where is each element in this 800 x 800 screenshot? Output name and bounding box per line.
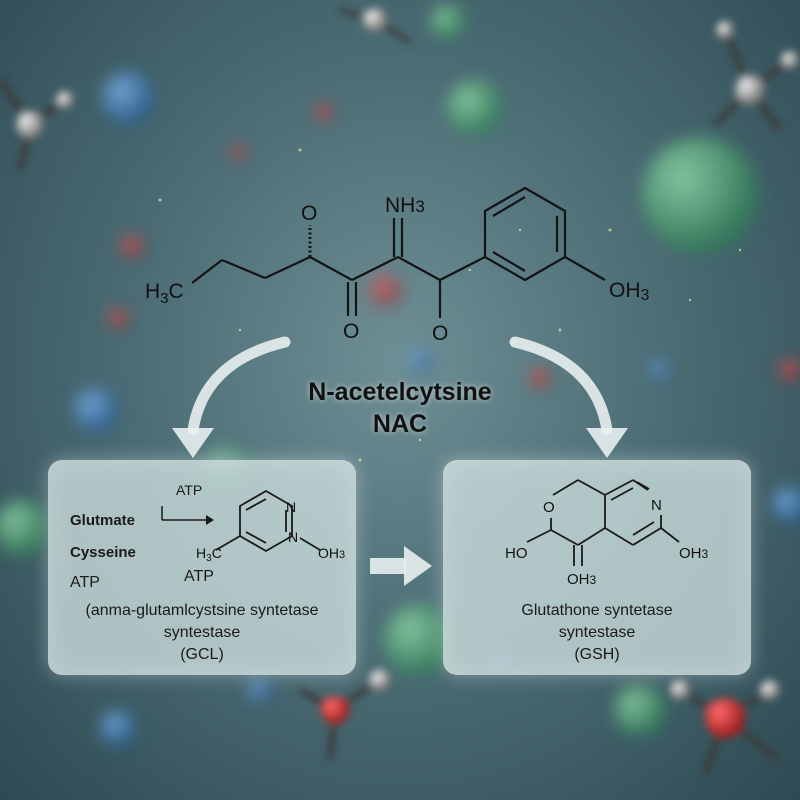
reaction-arrow <box>161 506 214 525</box>
gsh-enzyme-name-line2: syntestase <box>558 624 636 641</box>
pyridazine-h3c: H3C <box>196 545 222 564</box>
gsh-abbreviation: (GSH) <box>574 646 620 663</box>
glutathione-molecule: O N HO OH3 OH3 <box>505 479 709 588</box>
pyridazine-molecule: N N H3C OH3 <box>196 489 345 564</box>
glutathione-oh3-right: OH3 <box>679 545 709 562</box>
gsh-enzyme-name: Glutathone syntetase <box>521 602 673 619</box>
gcl-panel: ATP Glutmate Cysseine ATP ATP N N H3C OH… <box>48 460 356 675</box>
compound-abbreviation: NAC <box>372 410 428 438</box>
curved-arrow-right <box>509 336 613 436</box>
gcl-enzyme-name-line2: syntestase <box>163 624 241 641</box>
pyridazine-n1: N <box>286 499 296 515</box>
atp-mid-label: ATP <box>184 568 214 585</box>
glutathione-ho: HO <box>505 545 528 562</box>
curved-arrow-left-head <box>172 428 214 458</box>
middle-arrow-head <box>404 546 432 586</box>
top-o2-label: O <box>343 320 359 343</box>
curved-arrow-right-head <box>586 428 628 458</box>
atp-top-label: ATP <box>176 482 203 498</box>
glutmate-label: Glutmate <box>70 512 136 529</box>
atp-left-label: ATP <box>70 574 100 591</box>
top-o3-label: O <box>432 322 448 345</box>
top-oh3-label: OH3 <box>609 279 650 304</box>
cysseine-label: Cysseine <box>70 544 136 561</box>
gcl-enzyme-name: (anma-glutamlcystsine syntetase <box>85 602 319 619</box>
top-nh3-label: NH3 <box>385 194 425 217</box>
middle-arrow-shaft <box>370 558 406 574</box>
top-o1-label: O <box>301 202 317 225</box>
compound-title: N-acetelcytsine <box>308 378 492 406</box>
top-h3c-label: H3C <box>145 280 184 307</box>
gsh-panel: O N HO OH3 OH3 Glutathone syntetase synt… <box>443 460 751 675</box>
pyridazine-n2: N <box>288 529 298 545</box>
glutathione-o: O <box>543 499 555 516</box>
glutathione-n: N <box>651 497 662 514</box>
pyridazine-oh3: OH3 <box>318 545 345 561</box>
gcl-abbreviation: (GCL) <box>180 646 224 663</box>
curved-arrow-left <box>187 336 291 436</box>
glutathione-oh3-bottom: OH3 <box>567 571 597 588</box>
